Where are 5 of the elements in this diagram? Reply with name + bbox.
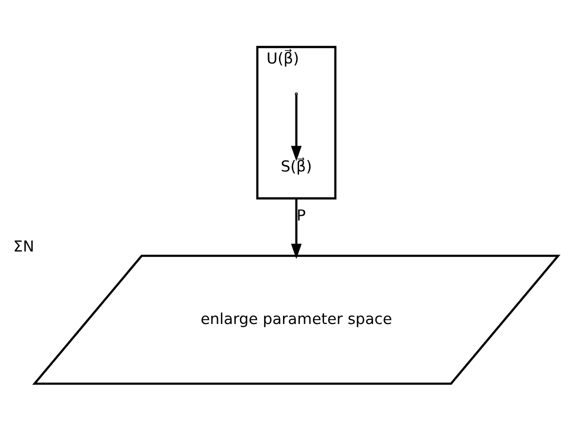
node-label: ΣN (13, 237, 34, 256)
node-text: S(β⃗) (280, 157, 312, 176)
edge-label: P (296, 206, 306, 224)
arrow (291, 94, 302, 161)
arrow (291, 198, 302, 258)
